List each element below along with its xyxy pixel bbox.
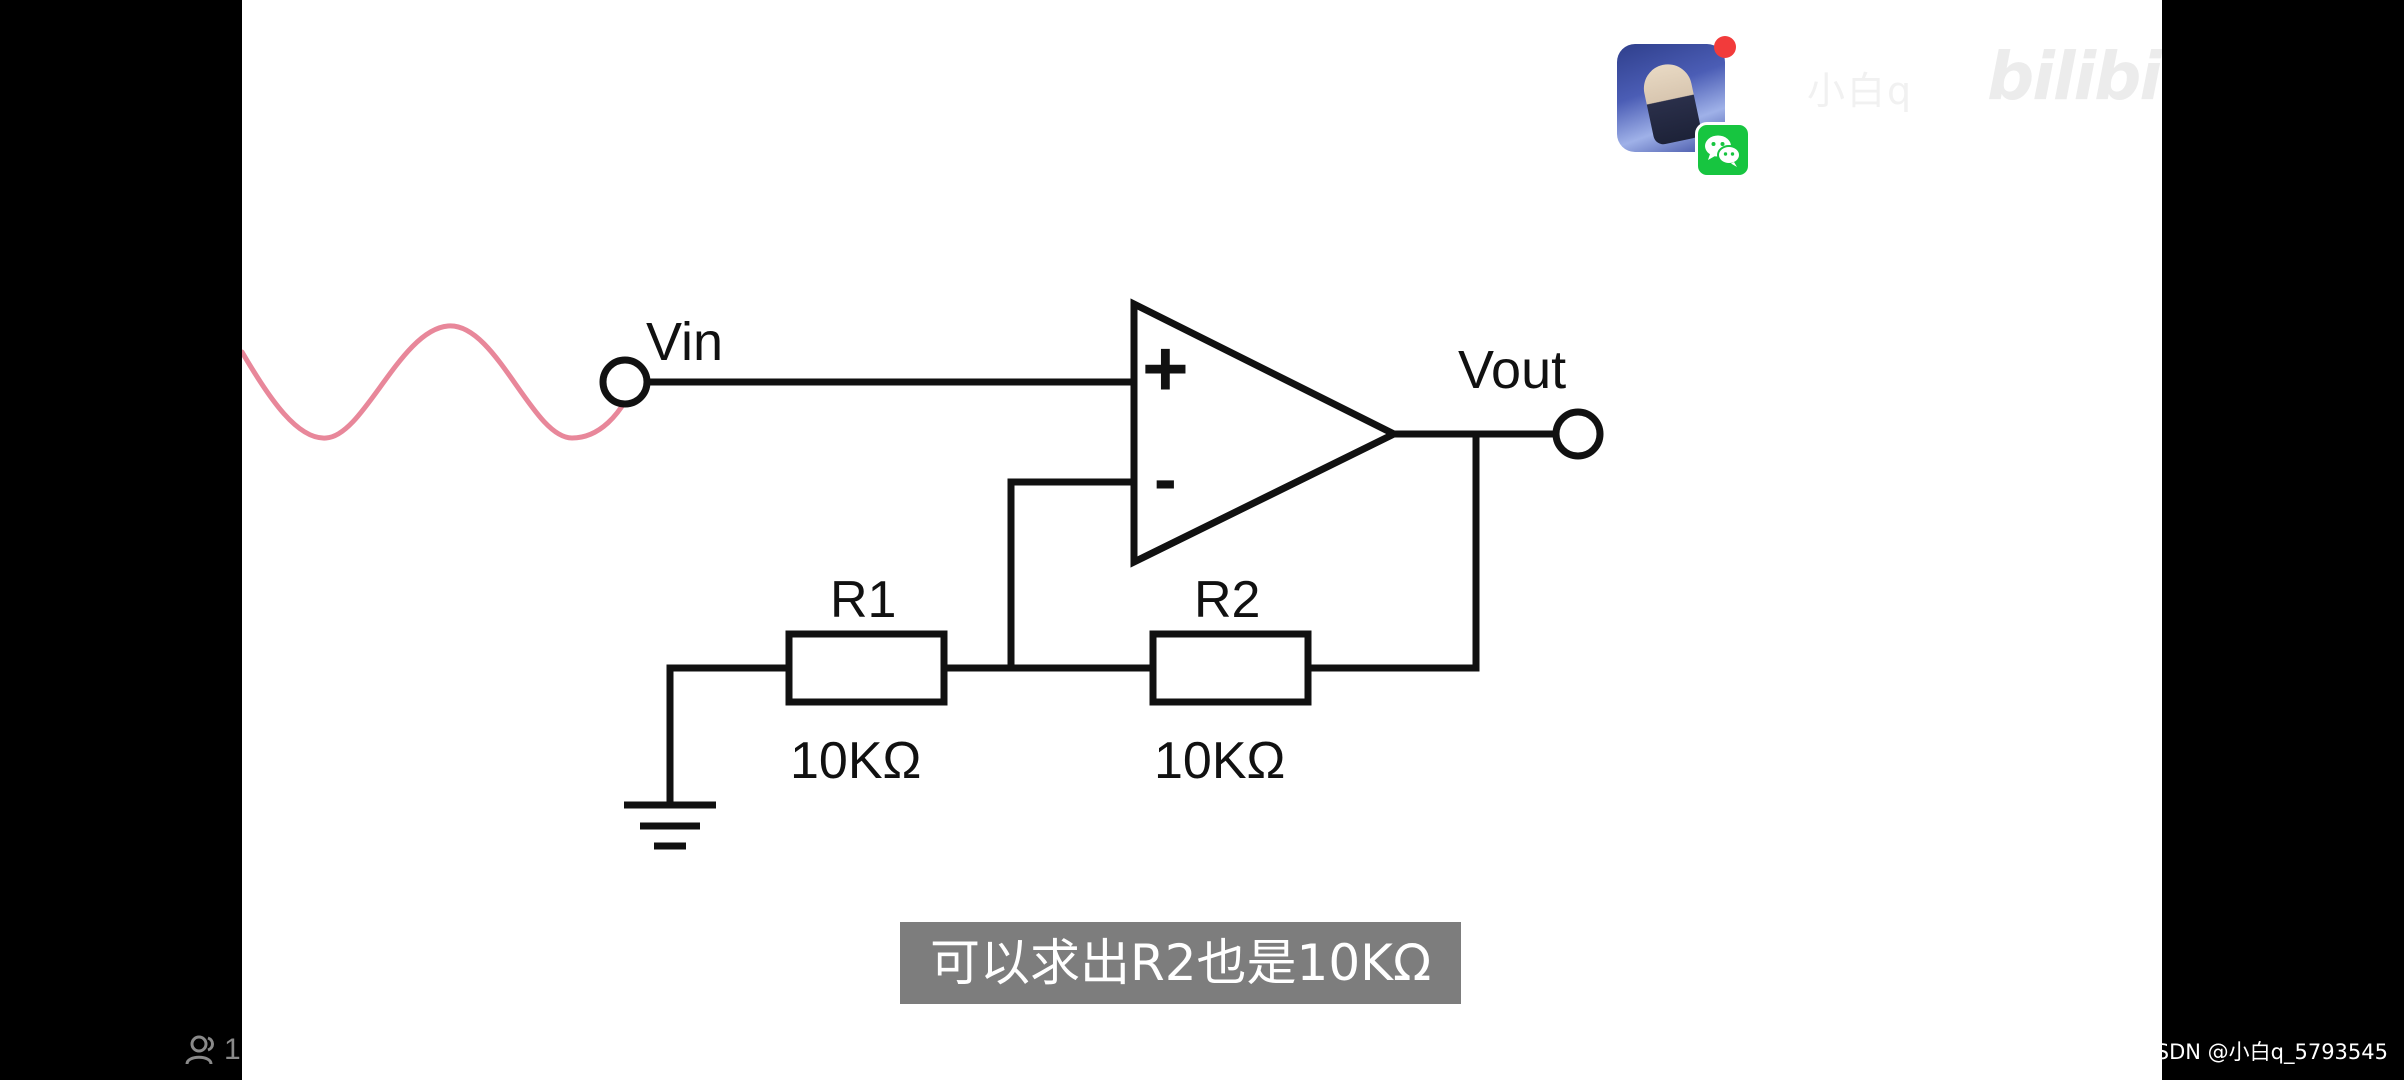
vout-terminal	[1552, 408, 1604, 460]
uploader-watermark: 小白q	[1807, 69, 1914, 113]
avatar-figure	[1639, 59, 1703, 147]
vin-terminal	[599, 356, 651, 408]
r2-resistor	[1149, 630, 1312, 706]
r1-resistor	[785, 630, 948, 706]
bilibili-logo: bilibili	[1987, 38, 2162, 115]
r2-label: R2	[1194, 571, 1260, 629]
r1-value: 10KΩ	[790, 732, 921, 790]
input-signal-wave	[242, 323, 629, 441]
top-right-overlay: 小白q bilibili	[1617, 36, 2162, 184]
notification-dot	[1714, 36, 1736, 58]
r2-value: 10KΩ	[1154, 732, 1285, 790]
feedback-wire	[1308, 434, 1480, 672]
r1-label: R1	[830, 571, 896, 629]
viewer-count: 1	[184, 1030, 241, 1070]
plus-sign: +	[1142, 324, 1189, 413]
ground-icon	[624, 801, 716, 850]
minus-sign: -	[1154, 441, 1177, 517]
viewer-count-value: 1	[224, 1033, 241, 1066]
video-subtitle: 可以求出R2也是10KΩ	[900, 922, 1462, 1004]
vout-label: Vout	[1458, 340, 1566, 400]
op-amp-triangle	[1130, 298, 1402, 568]
vin-label: Vin	[646, 312, 723, 372]
op-amp-circuit-diagram: Vin Vout + - R1 10KΩ R2 10KΩ	[242, 298, 1604, 850]
wechat-bubbles	[1705, 135, 1741, 167]
wechat-icon[interactable]	[1695, 122, 1751, 178]
video-frame[interactable]: Vin Vout + - R1 10KΩ R2 10KΩ 可以求出R2也是10K…	[242, 0, 2162, 1080]
inverting-input-wire	[1007, 478, 1134, 668]
csdn-source-watermark: CSDN @小白q_5793545	[2141, 1040, 2388, 1064]
ground-wire	[666, 664, 789, 805]
user-icon	[185, 1035, 214, 1065]
